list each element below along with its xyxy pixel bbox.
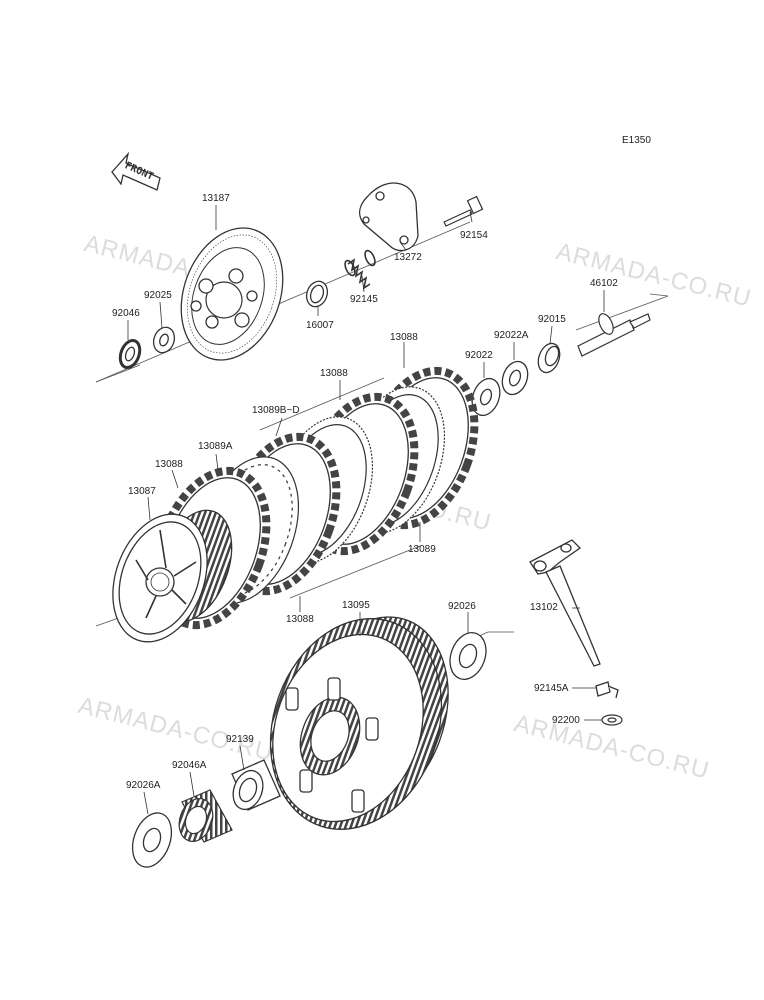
label-92200: 92200 (552, 715, 580, 726)
part-13095-clutch-housing (269, 616, 449, 830)
part-13102-release-shaft (529, 539, 601, 667)
label-92145: 92145 (350, 294, 378, 305)
part-92046-bearing (118, 338, 142, 370)
part-92026-washer (449, 632, 487, 680)
part-92046A-needle-bearing (178, 789, 233, 843)
label-92026A: 92026A (126, 780, 161, 791)
label-13102: 13102 (530, 602, 558, 613)
label-13089A: 13089A (198, 441, 233, 452)
leader-lines (127, 205, 605, 815)
label-92046: 92046 (112, 308, 140, 319)
label-13087: 13087 (128, 486, 156, 497)
label-92145A: 92145A (534, 683, 569, 694)
label-13095: 13095 (342, 600, 370, 611)
label-92025: 92025 (144, 290, 172, 301)
label-13089: 13089 (408, 544, 436, 555)
diagram-code: E1350 (622, 135, 651, 146)
label-13088-bottom: 13088 (286, 614, 314, 625)
label-13272: 13272 (394, 252, 422, 263)
label-13187: 13187 (202, 193, 230, 204)
part-92025-washer (152, 326, 176, 354)
label-92046A: 92046A (172, 760, 207, 771)
part-13087-clutch-hub (112, 509, 233, 643)
part-92145-spring (344, 249, 376, 290)
part-92200-washer (601, 714, 623, 726)
label-92026: 92026 (448, 601, 476, 612)
part-16007-ring (305, 280, 329, 308)
label-13088-second: 13088 (320, 368, 348, 379)
label-92139: 92139 (226, 734, 254, 745)
label-92154: 92154 (460, 230, 488, 241)
part-13187-pressure-plate (180, 227, 284, 361)
part-92145A-spring (595, 681, 619, 699)
part-92026A-washer (131, 812, 173, 868)
label-13088-top: 13088 (390, 332, 418, 343)
label-16007: 16007 (306, 320, 334, 331)
label-13088-third: 13088 (155, 459, 183, 470)
part-13272-plate (358, 182, 419, 252)
part-92154-bolt (443, 195, 484, 227)
part-46102-push-rod (577, 313, 651, 357)
label-13089BD: 13089B~D (252, 405, 300, 416)
part-92015-nut (537, 342, 561, 374)
front-arrow-icon (111, 151, 161, 191)
part-92139-sleeve (231, 759, 281, 811)
label-92022: 92022 (465, 350, 493, 361)
part-92022-washer (471, 377, 501, 417)
part-92022A-washer (501, 360, 529, 396)
label-46102: 46102 (590, 278, 618, 289)
label-92022A: 92022A (494, 330, 529, 341)
label-92015: 92015 (538, 314, 566, 325)
